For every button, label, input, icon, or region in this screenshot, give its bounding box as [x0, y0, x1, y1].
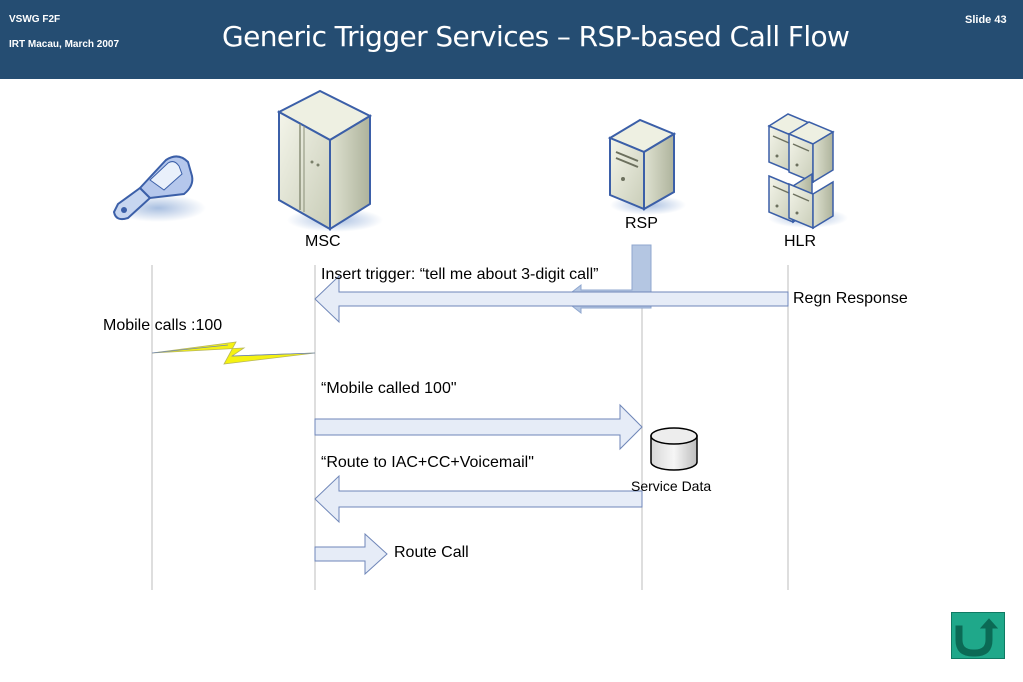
insert-trigger-arrow [314, 274, 789, 324]
slide-title: Generic Trigger Services – RSP-based Cal… [222, 20, 850, 53]
entity-label-msc: MSC [305, 233, 341, 250]
message-route-call: Route Call [394, 544, 469, 561]
server-icon [607, 118, 686, 215]
database-icon [650, 427, 698, 471]
message-mobile-called: “Mobile called 100" [321, 380, 457, 397]
return-button[interactable] [951, 612, 1005, 659]
radio-link-lightning [151, 341, 316, 365]
message-insert-trigger: Insert trigger: “tell me about 3-digit c… [321, 266, 599, 283]
entity-label-rsp: RSP [625, 215, 658, 232]
mobile-called-arrow [314, 403, 643, 451]
server-tower-icon [276, 89, 383, 232]
message-mobile-calls: Mobile calls :100 [103, 317, 223, 334]
meeting-location-date: IRT Macau, March 2007 [9, 39, 120, 50]
route-to-arrow [314, 474, 643, 524]
message-regn-response: Regn Response [793, 290, 908, 307]
service-data-label: Service Data [631, 478, 712, 494]
slide-header: VSWG F2F IRT Macau, March 2007 Generic T… [0, 0, 1023, 79]
entity-label-hlr: HLR [784, 233, 817, 250]
slide-number: Slide 43 [965, 14, 1007, 26]
server-cluster-icon [767, 113, 848, 230]
meeting-name: VSWG F2F [9, 14, 61, 25]
return-arrow-icon [955, 618, 999, 657]
message-route-to: “Route to IAC+CC+Voicemail" [321, 454, 534, 471]
mobile-phone-icon [110, 155, 206, 222]
route-call-arrow [314, 532, 388, 576]
call-flow-diagram [110, 89, 848, 590]
lifelines [151, 265, 789, 590]
